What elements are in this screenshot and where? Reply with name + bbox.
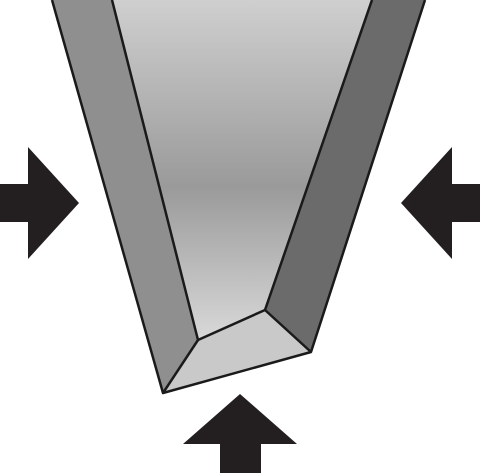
wedge-left-wall xyxy=(52,0,198,393)
wedge-bottom-face xyxy=(163,310,311,393)
bottom-arrow-icon xyxy=(183,394,297,473)
right-arrow-icon xyxy=(401,147,480,259)
wedge-outline xyxy=(50,0,427,395)
wedge-shape xyxy=(50,0,427,395)
left-arrow-icon xyxy=(0,147,79,259)
wedge-right-wall xyxy=(265,0,425,352)
